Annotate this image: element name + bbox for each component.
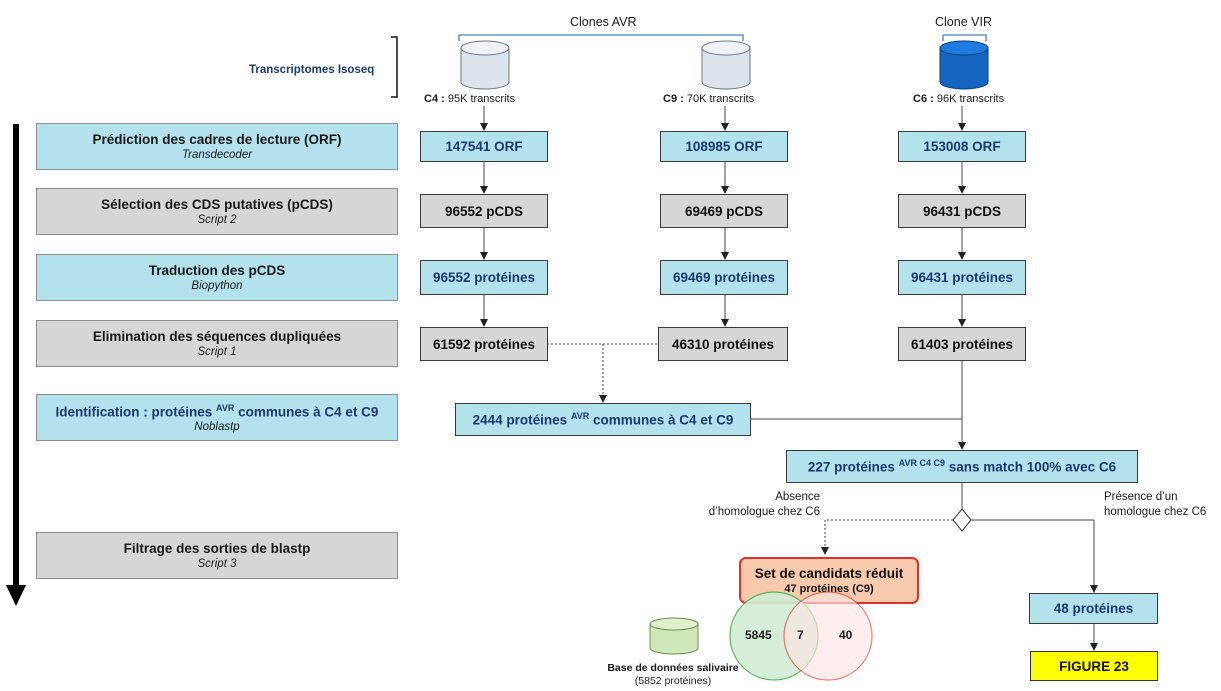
step-blastp-filtering: Filtrage des sorties de blastp Script 3 (36, 532, 398, 579)
c9-orf-box: 108985 ORF (660, 131, 788, 162)
c4-proteins-box: 96552 protéines (420, 260, 548, 295)
step-deduplication: Elimination des séquences dupliquées Scr… (36, 320, 398, 367)
step-tool: Transdecoder (181, 148, 253, 161)
c9-pcds-box: 69469 pCDS (660, 194, 788, 228)
candidate-title: Set de candidats réduit (754, 566, 904, 581)
step-tool: Biopython (191, 279, 243, 292)
c4-transcripts-label: C4 : 95K transcrits (424, 93, 516, 105)
step-tool: Script 3 (197, 557, 237, 570)
venn-left-count: 5845 (745, 628, 772, 642)
c4-pcds-box: 96552 pCDS (420, 194, 548, 228)
c9-proteins-box: 69469 protéines (660, 260, 788, 295)
clones-avr-label: Clones AVR (570, 15, 637, 29)
step-title: Prédiction des cadres de lecture (ORF) (92, 131, 342, 147)
presence-label: Présence d’un homologue chez C6 (1104, 491, 1207, 518)
figure-23-box: FIGURE 23 (1030, 651, 1158, 681)
venn-overlap-count: 7 (797, 628, 804, 642)
database-count: (5852 protéines) (634, 675, 712, 687)
c6-orf-box: 153008 ORF (898, 131, 1026, 162)
c6-proteins-box: 96431 protéines (898, 260, 1026, 295)
clone-vir-label: Clone VIR (935, 15, 992, 29)
no-match-proteins-box: 227 protéines AVR C4 C9 sans match 100% … (786, 450, 1138, 483)
c6-transcripts-label: C6 : 96K transcrits (913, 93, 1005, 105)
step-identification: Identification : protéines AVR communes … (36, 394, 398, 441)
decision-diamond (952, 508, 972, 532)
c4-database-icon (460, 40, 510, 90)
candidate-set-box: Set de candidats réduit 47 protéines (C9… (739, 557, 919, 604)
c9-database-icon (701, 40, 751, 90)
c6-pcds-box: 96431 pCDS (898, 194, 1026, 228)
step-orf-prediction: Prédiction des cadres de lecture (ORF) T… (36, 123, 398, 170)
salivary-database-label: Base de données salivaire (5852 protéine… (602, 662, 744, 688)
step-cds-selection: Sélection des CDS putatives (pCDS) Scrip… (36, 188, 398, 235)
homolog-proteins-box: 48 protéines (1029, 593, 1158, 624)
candidate-subtitle: 47 protéines (C9) (784, 583, 874, 595)
c6-database-icon (939, 40, 989, 90)
c4-dedup-box: 61592 protéines (420, 327, 548, 361)
c4-orf-box: 147541 ORF (420, 131, 548, 162)
step-title: Identification : protéines AVR communes … (55, 402, 379, 420)
step-title: Elimination des séquences dupliquées (92, 328, 342, 344)
absence-label: Absence d’homologue chez C6 (708, 491, 820, 518)
c9-transcripts-label: C9 : 70K transcrits (663, 93, 755, 105)
common-proteins-box: 2444 protéines AVR communes à C4 et C9 (455, 403, 751, 436)
step-title: Filtrage des sorties de blastp (123, 540, 311, 556)
venn-right-count: 40 (839, 628, 853, 642)
salivary-database-icon (649, 617, 699, 655)
step-translation: Traduction des pCDS Biopython (36, 254, 398, 301)
step-tool: Script 1 (197, 345, 237, 358)
database-title: Base de données salivaire (607, 662, 739, 674)
c9-dedup-box: 46310 protéines (658, 327, 788, 361)
c6-dedup-box: 61403 protéines (898, 327, 1026, 361)
transcriptomes-label: Transcriptomes Isoseq (249, 64, 375, 76)
step-tool: Script 2 (197, 213, 237, 226)
step-title: Traduction des pCDS (148, 262, 286, 278)
step-title: Sélection des CDS putatives (pCDS) (101, 196, 333, 212)
step-tool: Noblastp (194, 421, 240, 434)
